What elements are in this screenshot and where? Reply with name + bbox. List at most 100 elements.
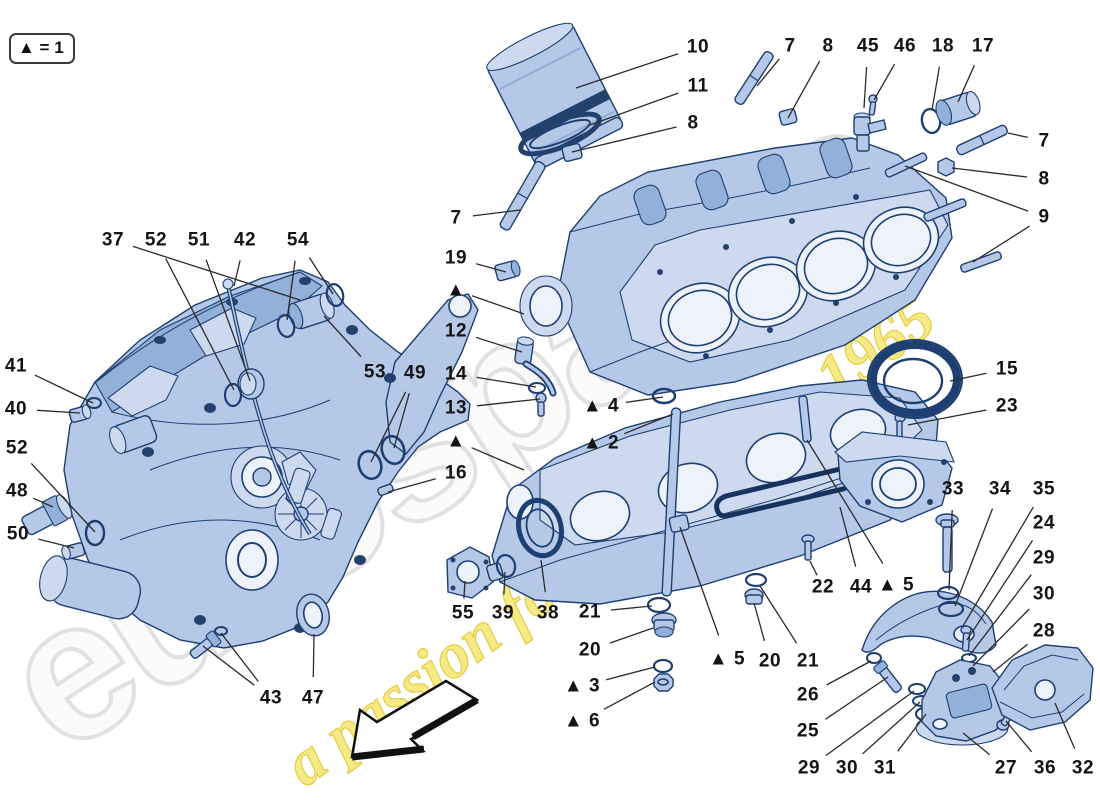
leader-line bbox=[809, 560, 818, 576]
top-right-fasteners bbox=[734, 50, 1008, 273]
oil-filter-drawing bbox=[486, 22, 624, 231]
part-callout: 48 bbox=[5, 480, 29, 502]
leader-line bbox=[589, 92, 679, 126]
leader-line bbox=[393, 393, 410, 449]
leader-line bbox=[132, 245, 301, 301]
leader-line bbox=[575, 53, 679, 89]
legend-triangle-equals-one: ▲ = 1 bbox=[9, 33, 75, 64]
part-callout: 37 bbox=[101, 229, 125, 251]
leader-line bbox=[862, 701, 921, 755]
part-callout: 13 bbox=[444, 397, 468, 419]
part-callout: 27 bbox=[994, 757, 1018, 779]
part-callout: ▲ 5 bbox=[877, 574, 915, 596]
leader-line bbox=[679, 526, 720, 636]
part-callout: ▲ 2 bbox=[582, 432, 620, 454]
leader-line bbox=[826, 660, 872, 686]
leader-line bbox=[931, 66, 941, 111]
part-callout: 8 bbox=[1038, 168, 1050, 190]
legend-text: ▲ = 1 bbox=[18, 38, 64, 57]
part-callout: 42 bbox=[233, 229, 257, 251]
part-callout: ▲ 5 bbox=[708, 648, 746, 670]
leader-line bbox=[540, 559, 546, 593]
leader-line bbox=[472, 209, 521, 217]
leader-line bbox=[165, 258, 235, 391]
part-callout: 53 bbox=[363, 361, 387, 383]
leader-line bbox=[1054, 702, 1076, 749]
flywheel-bracket bbox=[834, 431, 955, 523]
mount-cover-32 bbox=[991, 644, 1094, 731]
leader-line bbox=[897, 713, 927, 752]
leader-line bbox=[966, 540, 1034, 641]
leader-line bbox=[759, 585, 798, 644]
leader-line bbox=[571, 126, 677, 153]
part-callout: 15 bbox=[995, 358, 1019, 380]
leader-line bbox=[992, 643, 1029, 673]
leader-line bbox=[825, 690, 915, 757]
part-callout: 23 bbox=[995, 395, 1019, 417]
part-callout: 14 bbox=[444, 363, 468, 385]
leader-line bbox=[949, 372, 987, 382]
leader-line bbox=[503, 571, 506, 595]
leader-line bbox=[957, 64, 975, 103]
leader-line bbox=[603, 681, 656, 710]
leader-line bbox=[609, 627, 654, 644]
leader-line bbox=[948, 509, 953, 591]
part-callout: 41 bbox=[4, 355, 28, 377]
seal-carrier-parts bbox=[446, 497, 564, 599]
part-callout: 9 bbox=[1038, 206, 1050, 228]
leader-line bbox=[205, 259, 251, 382]
lower-crankcase-drawing bbox=[491, 339, 963, 692]
leader-line bbox=[38, 538, 75, 549]
leader-line bbox=[623, 413, 674, 435]
leader-line bbox=[476, 398, 541, 407]
leader-line bbox=[968, 574, 1032, 657]
part-callout: 32 bbox=[1071, 757, 1095, 779]
part-callout: 21 bbox=[796, 650, 820, 672]
part-callout: ▲ 4 bbox=[582, 395, 620, 417]
leader-line bbox=[1007, 132, 1028, 139]
part-callout: ▲ bbox=[446, 279, 466, 301]
part-callout: 45 bbox=[856, 35, 880, 57]
part-callout: 21 bbox=[578, 601, 602, 623]
leader-line bbox=[962, 732, 991, 756]
part-callout: 17 bbox=[971, 35, 995, 57]
part-callout: 29 bbox=[797, 757, 821, 779]
sensor-45 bbox=[853, 112, 887, 152]
part-callout: 12 bbox=[444, 320, 468, 342]
part-callout: 54 bbox=[286, 229, 310, 251]
part-callout: 52 bbox=[5, 437, 29, 459]
leader-line bbox=[972, 225, 1030, 263]
part-callout: 43 bbox=[259, 687, 283, 709]
leader-line bbox=[463, 580, 466, 599]
leader-line bbox=[907, 409, 987, 426]
part-callout: 19 bbox=[444, 247, 468, 269]
part-callout: 44 bbox=[849, 576, 873, 598]
part-callout: 35 bbox=[1032, 478, 1056, 500]
part-callout: 24 bbox=[1032, 512, 1056, 534]
leader-line bbox=[471, 295, 525, 315]
part-callout: 20 bbox=[578, 639, 602, 661]
leader-line bbox=[610, 605, 653, 611]
leader-line bbox=[475, 336, 523, 353]
drain-plug-20 bbox=[651, 612, 677, 638]
part-callout: 7 bbox=[784, 35, 796, 57]
part-callout: 38 bbox=[536, 602, 560, 624]
engine-mount-parts bbox=[861, 513, 1094, 746]
part-callout: 49 bbox=[403, 362, 427, 384]
part-callout: 7 bbox=[450, 207, 462, 229]
leader-line bbox=[962, 506, 1034, 627]
leader-line bbox=[30, 462, 96, 533]
part-callout: 8 bbox=[822, 35, 834, 57]
part-callout: 29 bbox=[1032, 547, 1056, 569]
part-callout: 31 bbox=[873, 757, 897, 779]
leader-line bbox=[202, 645, 255, 686]
leader-line bbox=[954, 508, 994, 607]
leader-line bbox=[787, 60, 821, 119]
leader-line bbox=[825, 676, 889, 720]
leader-line bbox=[806, 439, 884, 565]
leader-line bbox=[312, 633, 315, 678]
part-callout: 25 bbox=[796, 720, 820, 742]
